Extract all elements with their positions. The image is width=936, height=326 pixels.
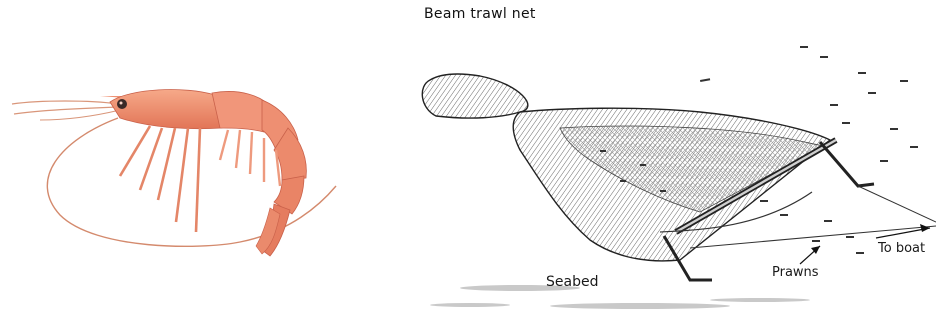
label-to-boat: To boat [877, 241, 925, 256]
shrimp-illustration [12, 90, 336, 256]
trawl-net-illustration [422, 46, 936, 309]
label-seabed: Seabed [546, 274, 598, 290]
diagram-title: Beam trawl net [424, 6, 536, 22]
label-prawns: Prawns [772, 265, 819, 280]
